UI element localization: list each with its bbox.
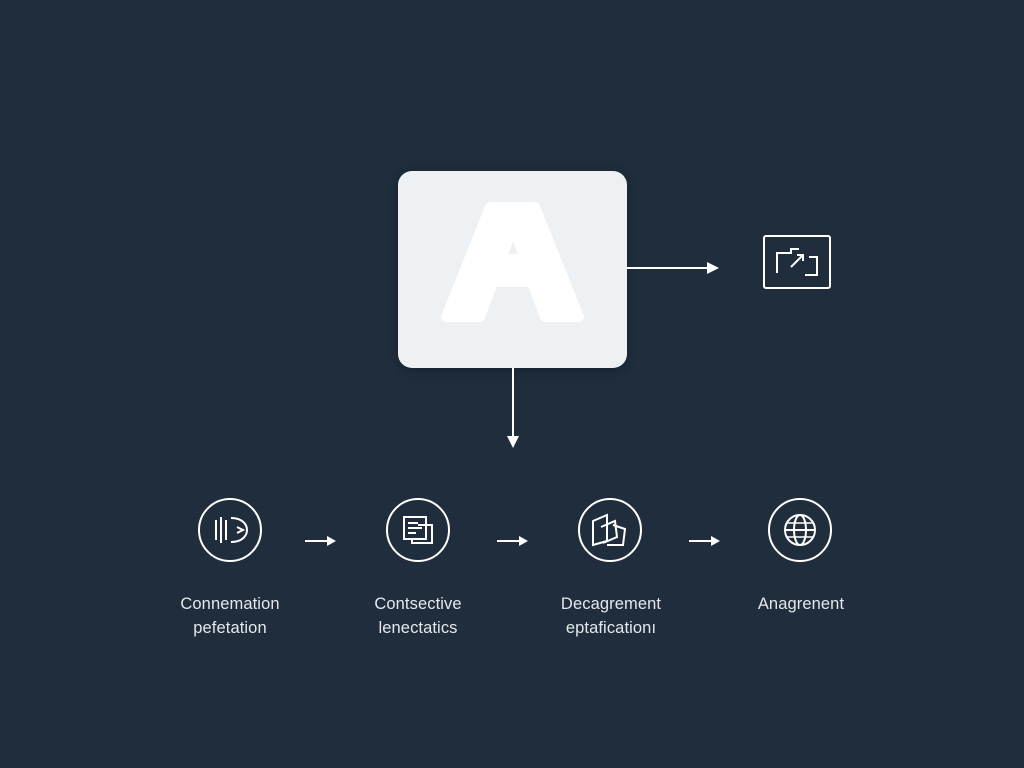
step-2-line-1: Contsective (374, 595, 462, 613)
step-label-4: Anagrenent (706, 592, 896, 616)
step-3-line-2: eptaficationı (565, 619, 657, 637)
step-arrow-1 (305, 536, 336, 546)
arrow-down-connector (507, 368, 519, 448)
globe-icon (768, 498, 832, 562)
signal-wave-icon (198, 498, 262, 562)
step-3-line-1: Decagrement (560, 595, 662, 613)
layers-icon (578, 498, 642, 562)
hub-tile: A (398, 171, 627, 368)
step-arrow-3 (689, 536, 720, 546)
step-label-1: Connemation pefetation (135, 592, 325, 640)
step-4-line-1: Anagrenent (757, 595, 845, 613)
step-label-2: Contsective lenectatics (323, 592, 513, 640)
resize-frame-icon (763, 235, 831, 289)
step-2-line-2: lenectatics (378, 619, 458, 637)
step-arrow-2 (497, 536, 528, 546)
step-1-line-1: Connemation (180, 595, 280, 613)
arrow-right-connector (627, 262, 719, 274)
step-1-line-2: pefetation (193, 619, 267, 637)
letter-a-glyph: A (441, 202, 584, 322)
document-icon (386, 498, 450, 562)
step-label-3: Decagrement eptaficationı (516, 592, 706, 640)
